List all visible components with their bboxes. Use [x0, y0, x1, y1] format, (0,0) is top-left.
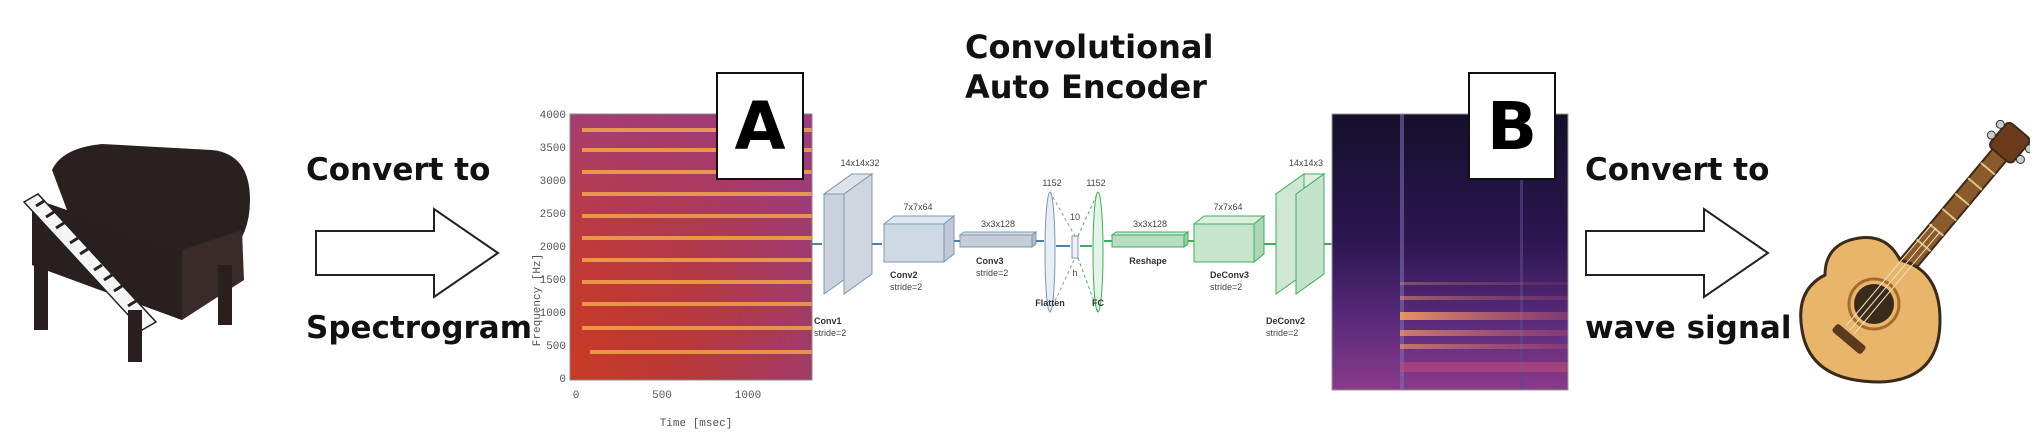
layer-dim: 3x3x128: [981, 219, 1015, 229]
spectrogram-a-harmonics: [582, 128, 812, 354]
spectrogram-a-xticks: 0 500 1000: [573, 390, 762, 402]
layer-dim: 10: [1070, 212, 1080, 222]
xtick: 500: [652, 390, 672, 402]
ytick: 3000: [540, 176, 566, 188]
layer-conv3: [958, 231, 1038, 248]
left-arrow-bottom-label: Spectrogram: [306, 310, 533, 346]
ytick: 3500: [540, 143, 566, 155]
layer-dim: 7x7x64: [1213, 202, 1242, 212]
layer-dim: 1152: [1042, 178, 1061, 188]
layer-sub: stride=2: [976, 268, 1008, 278]
layer-deconv3: [1192, 214, 1266, 264]
ytick: 1500: [540, 275, 566, 287]
layer-dim: 14x14x32: [840, 158, 879, 168]
layer-name: h: [1072, 268, 1077, 278]
layer-sub: stride=2: [814, 328, 846, 338]
layer-name: FC: [1092, 298, 1104, 308]
layer-dim: 14x14x3: [1289, 158, 1323, 168]
autoencoder-network-diagram: 14x14x32 7x7x64 3x3x128 1152 10 1152 3x3…: [810, 158, 1340, 338]
layer-sub: stride=2: [1266, 328, 1298, 338]
layer-sub: stride=2: [1210, 282, 1242, 292]
layer-name: Reshape: [1129, 256, 1167, 266]
spectrogram-a-xlabel: Time [msec]: [660, 418, 733, 430]
layer-name: Conv1: [814, 316, 842, 326]
layer-name: Flatten: [1035, 298, 1065, 308]
layer-dim: 3x3x128: [1133, 219, 1167, 229]
right-arrow-icon: [315, 207, 500, 299]
ytick: 2000: [540, 242, 566, 254]
ytick: 4000: [540, 110, 566, 122]
layer-fc: [1092, 191, 1104, 313]
layer-sub: stride=2: [890, 282, 922, 292]
layer-conv2: [882, 214, 956, 264]
ytick: 2500: [540, 209, 566, 221]
ytick: 0: [559, 374, 566, 386]
title-line1: Convolutional: [965, 28, 1214, 66]
layer-name: Conv2: [890, 270, 918, 280]
layer-reshape: [1110, 231, 1190, 248]
layer-flatten: [1044, 191, 1056, 313]
label-box-b: B: [1468, 72, 1556, 180]
right-arrow-bottom-label: wave signal: [1585, 310, 1792, 346]
xtick: 1000: [735, 390, 761, 402]
layer-h: [1071, 235, 1079, 259]
grand-piano-icon: [22, 144, 250, 362]
right-arrow-icon: [1585, 207, 1770, 299]
ytick: 500: [546, 341, 566, 353]
layer-name: Conv3: [976, 256, 1004, 266]
left-arrow-top-label: Convert to: [306, 152, 491, 188]
acoustic-guitar-icon: [1799, 120, 2030, 384]
layer-dim: 1152: [1086, 178, 1105, 188]
layer-conv1: [822, 173, 874, 295]
spectrogram-a-ylabel: Frequency [Hz]: [532, 254, 544, 346]
ytick: 1000: [540, 308, 566, 320]
spectrogram-b-harmonics: [1400, 282, 1568, 372]
title-line2: Auto Encoder: [965, 68, 1207, 106]
layer-name: DeConv3: [1210, 270, 1249, 280]
right-arrow-top-label: Convert to: [1585, 152, 1770, 188]
layer-deconv2: [1274, 173, 1326, 295]
xtick: 0: [573, 390, 580, 402]
spectrogram-a-yticks: 4000 3500 3000 2500 2000 1500 1000 500 0: [540, 110, 566, 386]
layer-dim: 7x7x64: [903, 202, 932, 212]
layer-name: DeConv2: [1266, 316, 1305, 326]
label-box-a: A: [716, 72, 804, 180]
